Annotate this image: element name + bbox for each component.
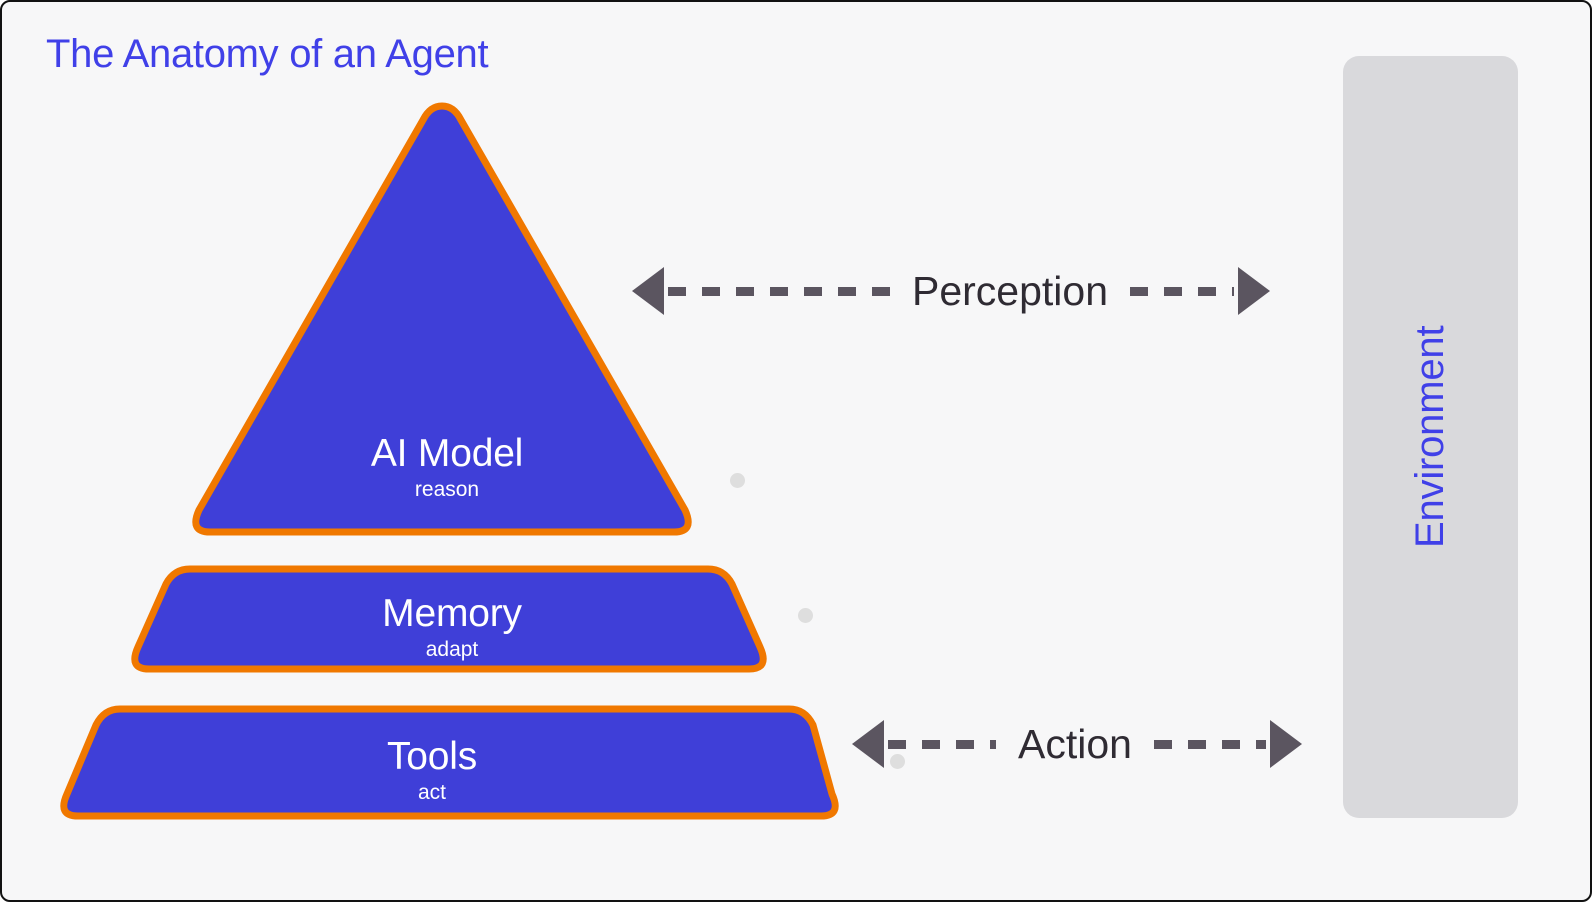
pyramid-label-tools: Tools act <box>112 737 752 803</box>
connector-dot-ai-model <box>730 473 745 488</box>
dashed-line-left-perception <box>668 286 890 296</box>
flow-action: Action <box>852 714 1302 774</box>
arrow-left-icon-perception <box>632 267 664 315</box>
layer-subtitle-ai-model: reason <box>414 478 480 501</box>
layer-subtitle-memory: adapt <box>425 638 479 661</box>
arrow-right-icon-action <box>1269 720 1302 768</box>
pyramid-layer-memory[interactable] <box>131 565 767 673</box>
pyramid-layer-tools[interactable] <box>60 705 839 820</box>
layer-title-memory: Memory <box>382 592 522 635</box>
dashed-line-right-action <box>1153 739 1266 749</box>
connector-dot-memory <box>798 608 813 623</box>
layer-subtitle-tools: act <box>417 781 446 804</box>
flow-label-perception: Perception <box>912 267 1109 314</box>
connector-dot-tools <box>890 754 905 769</box>
arrow-right-icon-perception <box>1238 267 1271 315</box>
arrow-left-icon-action <box>852 720 884 768</box>
dashed-line-left-action <box>888 739 996 749</box>
dashed-line-right-perception <box>1130 286 1235 296</box>
flow-label-action: Action <box>1018 720 1132 767</box>
layer-title-ai-model: AI Model <box>370 432 524 475</box>
pyramid-label-memory: Memory adapt <box>182 594 722 660</box>
flow-perception: Perception <box>632 260 1300 322</box>
environment-label: Environment <box>1408 325 1452 549</box>
page-title: The Anatomy of an Agent <box>46 32 489 76</box>
pyramid-label-ai-model: AI Model reason <box>202 434 692 500</box>
layer-title-tools: Tools <box>386 735 478 778</box>
environment-panel[interactable]: Environment <box>1343 56 1518 818</box>
pyramid-layer-ai-model[interactable] <box>192 102 692 536</box>
